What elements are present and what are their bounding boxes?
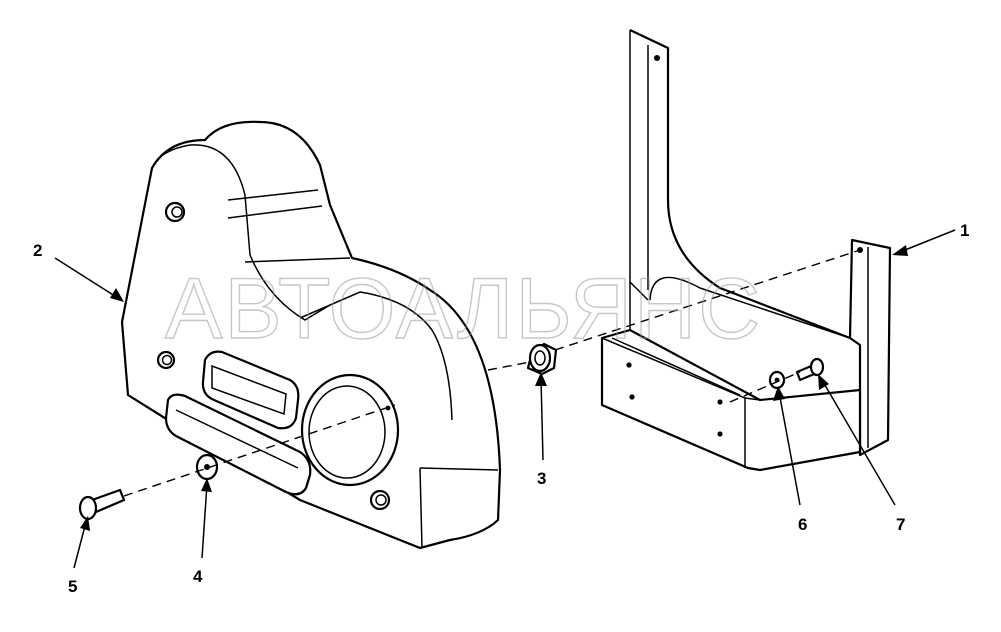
callout-label-2: 2 [33,241,42,260]
callout-label-4: 4 [193,567,203,586]
bolt-head-top [164,201,186,223]
callout-6: 6 [773,386,807,534]
bearing-bore [300,373,400,487]
bushing-part-3 [526,342,558,376]
callout-label-6: 6 [798,515,807,534]
callout-7: 7 [818,374,905,534]
bolt-head-middle [156,350,176,370]
callout-label-3: 3 [537,469,546,488]
bracket-part-1 [600,29,892,472]
callout-label-7: 7 [896,515,905,534]
bolt-part-5 [78,488,126,521]
callout-5: 5 [68,516,90,596]
assembly-center-lines [123,249,861,497]
cover-housing-part-2 [120,120,502,550]
callout-3: 3 [535,372,547,488]
callout-1: 1 [892,221,969,256]
callout-label-1: 1 [960,221,969,240]
callout-label-5: 5 [68,577,77,596]
callout-2: 2 [33,241,124,302]
washer-part-4 [195,453,219,481]
washer-part-6 [768,370,786,390]
bolt-head-bottom [369,489,391,511]
bolt-part-7 [795,357,825,382]
watermark-text: АВТОАЛЬЯНС [165,261,762,357]
callout-4: 4 [193,478,212,586]
